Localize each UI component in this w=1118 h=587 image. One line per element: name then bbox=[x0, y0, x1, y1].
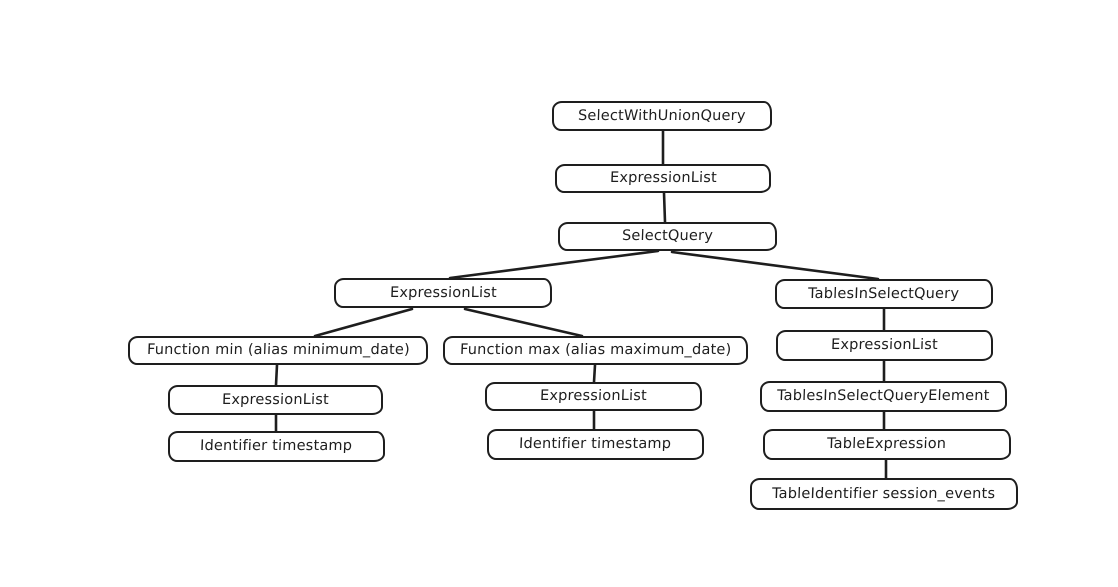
node-function-max: Function max (alias maximum_date) bbox=[443, 336, 748, 365]
node-label: TableExpression bbox=[827, 436, 947, 453]
node-expression-list-3: ExpressionList bbox=[168, 385, 383, 415]
node-label: Function max (alias maximum_date) bbox=[459, 342, 732, 359]
edge-expression-list-2-to-function-max bbox=[463, 307, 584, 338]
node-label: Identifier timestamp bbox=[200, 438, 353, 455]
node-label: ExpressionList bbox=[830, 337, 939, 354]
node-label: SelectWithUnionQuery bbox=[577, 107, 747, 124]
node-label: Function min (alias minimum_date) bbox=[146, 342, 410, 359]
edge-expression-list-2-to-function-min bbox=[313, 307, 414, 338]
node-label: ExpressionList bbox=[539, 388, 648, 405]
node-tables-in-select-query: TablesInSelectQuery bbox=[775, 279, 993, 309]
node-table-expression: TableExpression bbox=[763, 429, 1011, 460]
node-label: SelectQuery bbox=[621, 228, 714, 245]
node-label: TableIdentifier session_events bbox=[772, 485, 996, 502]
node-label: TablesInSelectQueryElement bbox=[776, 388, 991, 405]
edge-function-min-to-expression-list-3 bbox=[274, 363, 279, 387]
node-identifier-timestamp-2: Identifier timestamp bbox=[487, 429, 704, 460]
edge-function-max-to-expression-list-4 bbox=[592, 363, 597, 384]
node-label: ExpressionList bbox=[389, 284, 497, 301]
node-label: ExpressionList bbox=[221, 391, 330, 408]
edge-select-query-to-expression-list-2 bbox=[448, 249, 660, 280]
node-label: Identifier timestamp bbox=[519, 436, 672, 453]
node-expression-list-5: ExpressionList bbox=[776, 330, 993, 361]
node-function-min: Function min (alias minimum_date) bbox=[128, 336, 428, 365]
node-select-with-union-query: SelectWithUnionQuery bbox=[552, 101, 772, 131]
node-expression-list-4: ExpressionList bbox=[485, 382, 702, 411]
node-identifier-timestamp-1: Identifier timestamp bbox=[168, 431, 385, 462]
node-expression-list-1: ExpressionList bbox=[555, 164, 771, 193]
edge-expression-list-1-to-select-query bbox=[662, 191, 667, 224]
node-tables-in-select-query-element: TablesInSelectQueryElement bbox=[760, 381, 1007, 412]
node-table-identifier-session-events: TableIdentifier session_events bbox=[750, 478, 1018, 510]
node-label: TablesInSelectQuery bbox=[808, 285, 960, 302]
node-select-query: SelectQuery bbox=[558, 222, 777, 251]
edge-select-query-to-tables-in-select-query bbox=[670, 250, 880, 281]
node-expression-list-2: ExpressionList bbox=[334, 278, 552, 308]
node-label: ExpressionList bbox=[609, 170, 717, 187]
